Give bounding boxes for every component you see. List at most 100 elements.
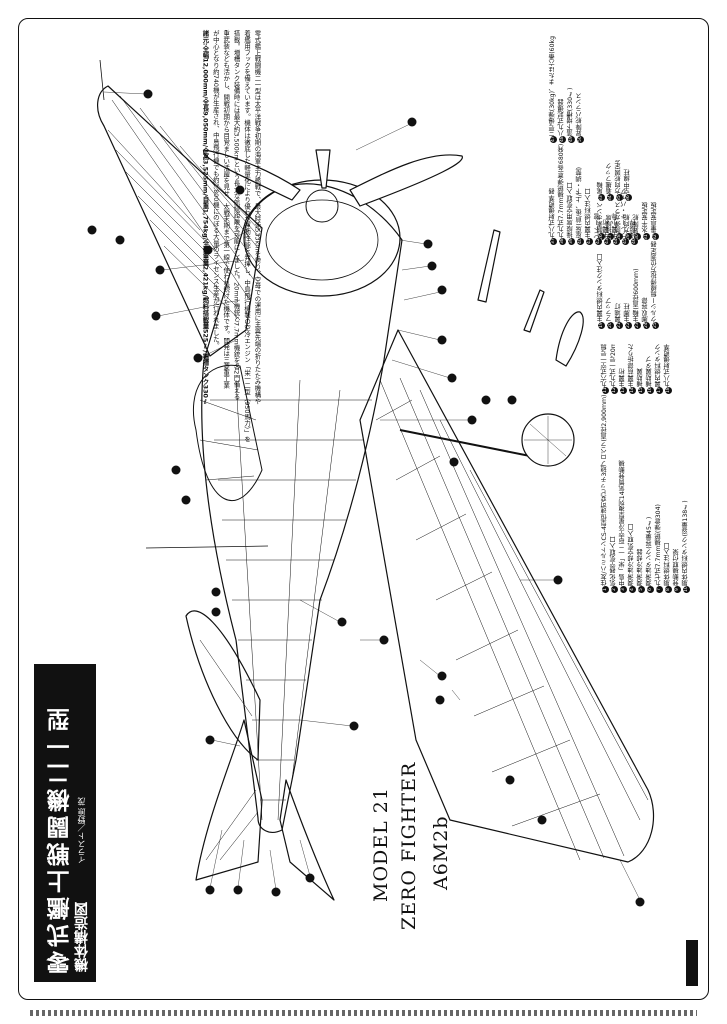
legend-number: 24 — [643, 322, 650, 329]
propeller-blade-top — [315, 149, 331, 189]
callout-markers — [87, 89, 645, 907]
legend-number: 39 — [568, 238, 575, 245]
legend-label: 脚収容部 — [642, 297, 649, 322]
legend-label: フラップ — [606, 297, 613, 322]
legend-number: 19 — [598, 322, 605, 329]
left-wing — [97, 85, 263, 357]
legend-label: 発動機取付架 — [673, 548, 680, 586]
legend-number: 3 — [620, 586, 627, 593]
propeller-blade-left — [203, 149, 301, 201]
legend-number: 4 — [629, 586, 636, 593]
fuselage-frames — [210, 379, 372, 821]
cockpit-canopy — [192, 364, 263, 501]
bomb — [555, 311, 584, 367]
propeller-blade-right — [349, 154, 463, 207]
legend-label: 座席(前/後、上/下・調整) — [576, 167, 583, 238]
legend-label: 住友/ハミルトンCS-4型恒速可変ピッチ3翅プロペラ(直径2,900mm) — [601, 394, 608, 586]
legend-number: 43 — [604, 238, 611, 245]
specifications-line: 諸元:全幅12,000mm/全長9,050mm/全高3,525mm/自重1,75… — [201, 30, 210, 406]
legend-number: 31 — [643, 233, 650, 241]
description-block: 零式艦上戦闘機二一型は太平洋戦争初期の海軍主力艦戦で、最大時速533kmを誇り、… — [100, 30, 261, 670]
legend-label: 主翼桁 — [603, 219, 610, 238]
legend-label: 九九式7.7mm機銃弾倉(各680発) — [558, 143, 565, 238]
legend-number: 25 — [652, 322, 659, 329]
legend-number: 22 — [625, 322, 632, 329]
legend-label: 主翼内燃料注入口 — [585, 188, 592, 238]
model-name: ZERO FIGHTER — [398, 761, 420, 930]
legend-number: 1 — [602, 586, 609, 593]
model-number: MODEL 21 — [370, 787, 392, 902]
legend-label: 落下増槽(330ℓ) — [567, 87, 574, 136]
legend-label: 潤滑油冷却空気取入口 — [628, 524, 635, 586]
legend-label: 八九式起爆器 — [558, 98, 565, 136]
legend-label: 主輪(直径600mm) — [633, 268, 640, 323]
legend-item: 12九九式一号20mm固定機銃(弾倉60発) — [609, 344, 618, 395]
legend-label: 主翼桁 — [619, 367, 626, 387]
legend-number: 40 — [577, 238, 584, 245]
legend-number: 16 — [647, 386, 654, 394]
legend-label: 潤滑油タンク(容量45ℓ) — [646, 516, 653, 586]
legend-number: 11 — [602, 386, 609, 394]
description-line: 搭載。増槽タンク装備時には最大約3,500kmという長大な航続距離を可能にしまし… — [232, 30, 241, 400]
legend-number: 47 — [550, 135, 557, 143]
legend-label: 翼端灯 — [615, 303, 622, 322]
legend-label: 主翼内燃料タンク注入口 — [597, 253, 604, 322]
legend-number: 12 — [611, 386, 618, 394]
legend-label: 水平安定板 — [642, 202, 649, 234]
legend-label: 九六式空一号無線機 — [601, 344, 608, 387]
legend-label: 操縦席用空気取入口 — [567, 182, 574, 238]
legend-label: 九九式一号20mm固定機銃(弾倉60発) — [609, 344, 618, 387]
legend-number: 15 — [638, 386, 645, 394]
legend-number: 20 — [607, 322, 614, 329]
legend-number: 37 — [550, 238, 557, 245]
legend-label: 胴体燃料注入口 — [664, 542, 671, 586]
horizontal-stabilizer-right — [279, 779, 335, 901]
legend-label: 垂直安定板 — [651, 202, 658, 234]
legend-label: 昇降舵バランス — [576, 92, 583, 136]
legend-label: 中島「栄」一二型空冷星型複列14気筒発動機 — [619, 460, 626, 586]
legend-number: 8 — [665, 586, 672, 593]
legend-label: 胴体内燃料タンク(容量138ℓ) — [682, 500, 689, 586]
legend-label: 補助翼タブ — [646, 355, 653, 387]
legend-label: 主翼前部折りたたみ機構 — [628, 344, 635, 387]
legend-number: 18 — [665, 386, 672, 394]
legend-number: 17 — [656, 386, 663, 394]
legend-number: 41 — [586, 238, 593, 245]
horizontal-stabilizer — [195, 719, 263, 881]
legend-label: ピトー管 — [594, 213, 601, 238]
legend-label: 気化器空気取入口 — [610, 536, 617, 586]
description-line: が中心となり約740機が生産され、中島飛行機でも約2,800機にのぼる大量のライ… — [211, 30, 220, 349]
legend-label: 操縦桿 — [630, 219, 637, 238]
legend-number: 49 — [568, 135, 575, 143]
perforation-line — [30, 1010, 697, 1016]
